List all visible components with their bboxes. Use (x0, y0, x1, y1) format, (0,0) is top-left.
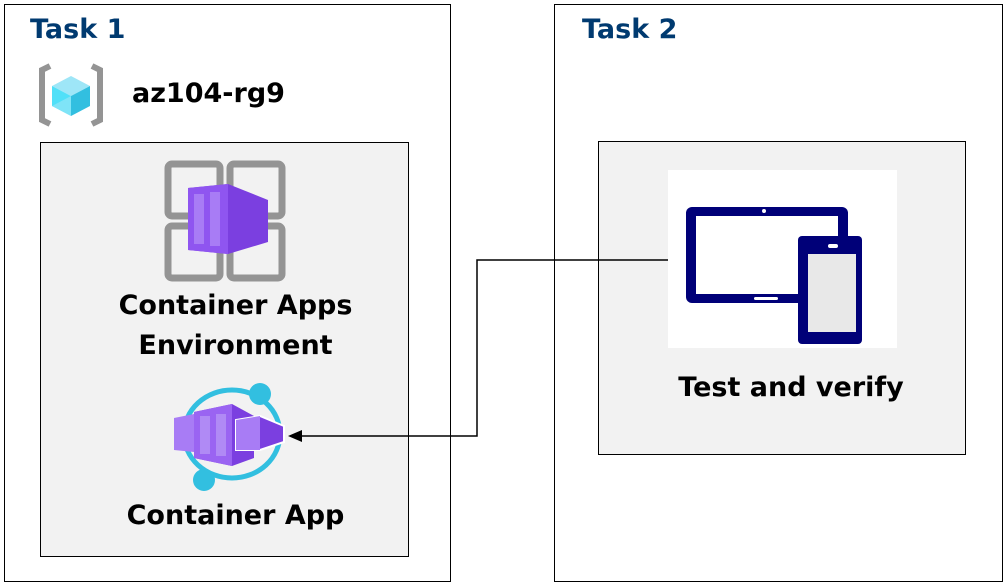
test-label: Test and verify (678, 372, 904, 403)
task1-title: Task 1 (30, 14, 126, 45)
resource-group-name: az104-rg9 (132, 78, 285, 109)
container-app-icon (172, 380, 288, 492)
resource-group-icon (38, 62, 104, 128)
environment-label-line1: Container Apps (118, 290, 353, 321)
container-app-label: Container App (126, 500, 345, 531)
tablet-phone-icon (668, 170, 897, 348)
container-apps-environment-icon (164, 160, 288, 282)
task2-title: Task 2 (582, 14, 678, 45)
environment-label-line2: Environment (138, 330, 333, 361)
environment-label: Container Apps Environment (40, 286, 431, 366)
